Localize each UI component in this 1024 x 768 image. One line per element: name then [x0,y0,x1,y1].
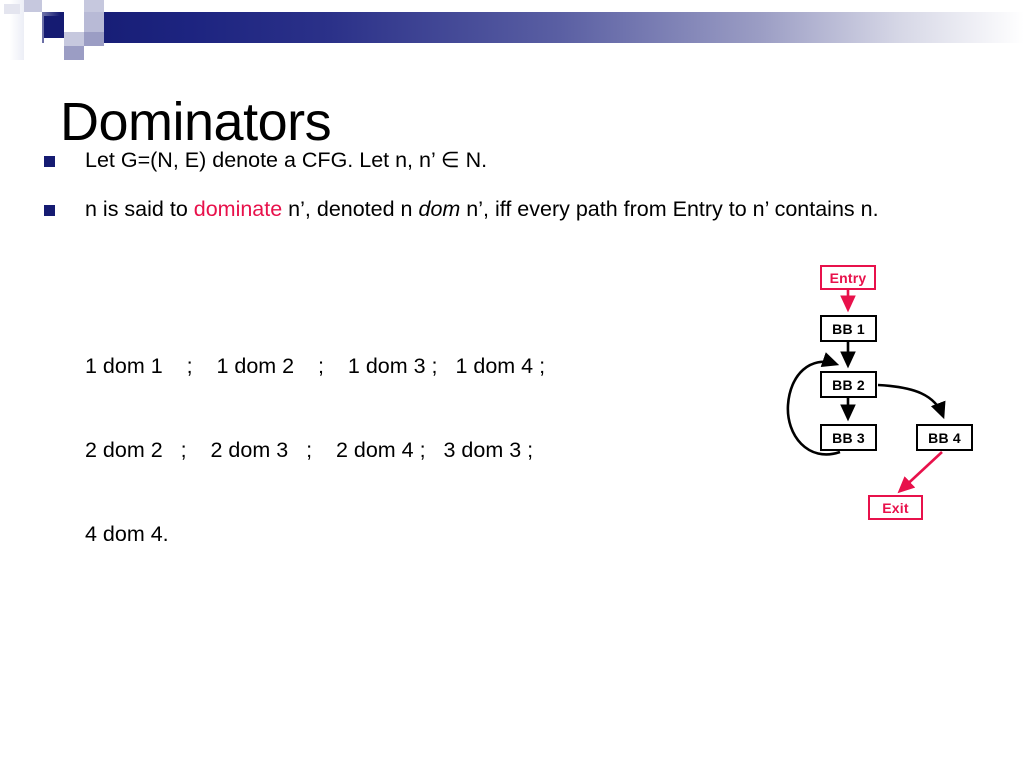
deco-square-2 [64,0,84,12]
bullet-2-seg-5: n’, iff every path from Entry to n’ cont… [460,197,879,221]
bullet-item-1: Let G=(N, E) denote a CFG. Let n, n’ ∈ N… [40,146,940,174]
bullet-2-seg-3: n’, denoted n [282,197,419,221]
bullet-item-2: n is said to dominate n’, denoted n dom … [40,195,940,223]
bullet-item-1-text: Let G=(N, E) denote a CFG. Let n, n’ ∈ N… [85,148,488,172]
cfg-node-entry[interactable]: Entry [820,265,876,290]
deco-square-1 [22,0,42,12]
bullet-2-seg-1: n is said to [85,197,194,221]
cfg-node-bb2-label: BB 2 [832,376,865,393]
cfg-node-bb1-label: BB 1 [832,320,865,337]
deco-square-11 [84,32,104,46]
edge-bb4-exit [897,451,943,494]
dom-relations-line-1: 1 dom 1 ; 1 dom 2 ; 1 dom 3 ; 1 dom 4 ; [85,354,546,378]
dom-relations-block: 1 dom 1 ; 1 dom 2 ; 1 dom 3 ; 1 dom 4 ; … [85,296,545,576]
cfg-node-bb1[interactable]: BB 1 [820,315,877,342]
deco-square-7 [84,12,104,32]
bullet-item-2-text: n is said to dominate n’, denoted n dom … [85,195,940,223]
square-bullet-icon [44,205,55,216]
cfg-edges-layer [786,290,946,494]
edge-bb2-bb4 [877,383,946,420]
deco-square-13 [84,46,104,60]
cfg-node-exit[interactable]: Exit [868,495,923,520]
header-gradient-bar [0,12,1024,43]
square-bullet-icon [44,156,55,167]
dom-relations-line-2: 2 dom 2 ; 2 dom 3 ; 2 dom 4 ; 3 dom 3 ; [85,438,534,462]
cfg-diagram: Entry BB 1 BB 2 BB 3 BB 4 Exit [780,255,1024,540]
cfg-node-bb3[interactable]: BB 3 [820,424,877,451]
deco-square-8 [22,32,42,52]
cfg-node-bb4-label: BB 4 [928,429,961,446]
slide-body: Let G=(N, E) denote a CFG. Let n, n’ ∈ N… [40,146,940,227]
deco-square-4 [22,12,42,32]
deco-square-3 [84,0,104,12]
cfg-node-exit-label: Exit [882,499,909,516]
bullet-2-highlight-dominate: dominate [193,197,283,221]
deco-square-12 [64,46,84,60]
cfg-node-bb3-label: BB 3 [832,429,865,446]
header-decoration [0,0,1024,60]
cfg-node-bb2[interactable]: BB 2 [820,371,877,398]
cfg-node-bb4[interactable]: BB 4 [916,424,973,451]
bullet-2-dom-operator: dom [418,197,461,221]
deco-square-14 [4,4,20,14]
cfg-node-entry-label: Entry [829,269,867,286]
edge-bb3-bb2-backedge [786,352,841,456]
dom-relations-line-3: 4 dom 4. [85,522,169,546]
page-title: Dominators [60,92,332,153]
deco-square-9 [44,38,66,54]
deco-square-10 [64,32,84,46]
deco-square-5 [44,16,66,38]
deco-square-6 [64,12,84,32]
